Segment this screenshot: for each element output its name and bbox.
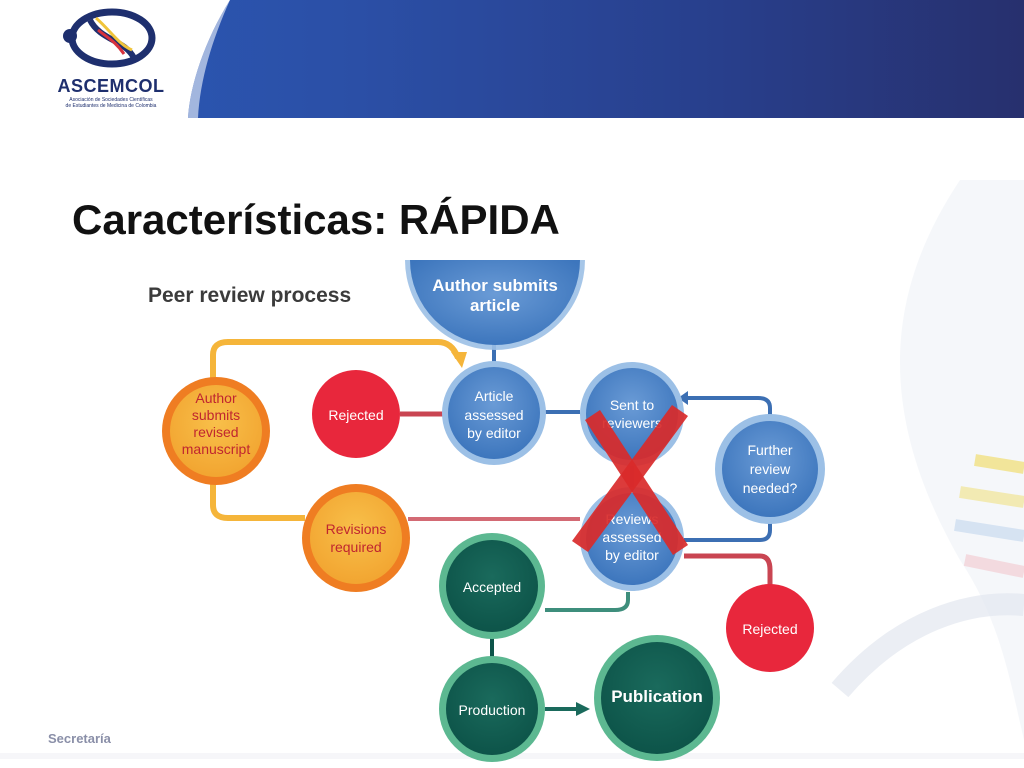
node-rejected-1: Rejected	[312, 370, 400, 458]
node-author-submits-article: Author submits article	[405, 260, 585, 350]
node-rejected-2: Rejected	[726, 584, 814, 672]
node-rejected-2-label: Rejected	[742, 621, 797, 637]
logo-subtitle-line-1: Asociación de Sociedades Científicas	[69, 97, 153, 103]
node-accepted: Accepted	[439, 533, 545, 639]
node-sent-line-2: reviewers	[602, 415, 662, 431]
node-revisions-line-2: required	[330, 539, 381, 555]
node-publication: Publication	[594, 635, 720, 761]
connector-reviews-to-further	[684, 520, 772, 542]
dna-logo-icon	[63, 8, 156, 68]
node-article-line-1: Article	[475, 388, 514, 404]
node-author-submits-line-1: Author submits	[432, 276, 558, 295]
connector-revised-to-revisions	[210, 484, 305, 521]
diagram-subtitle: Peer review process	[148, 284, 352, 307]
slide-title: Características: RÁPIDA	[72, 196, 560, 243]
node-production-label: Production	[459, 702, 526, 718]
node-production: Production	[439, 656, 545, 762]
node-revisions-line-1: Revisions	[326, 521, 387, 537]
node-revised-line-3: revised	[193, 424, 238, 440]
node-further-line-2: review	[750, 461, 791, 477]
logo-subtitle: Asociación de Sociedades Científicas de …	[46, 97, 176, 109]
arrow-head-article	[451, 352, 467, 368]
logo-subtitle-line-2: de Estudiantes de Medicina de Colombia	[65, 103, 157, 109]
connectors	[210, 330, 773, 716]
node-reviews-line-2: assessed	[602, 529, 661, 545]
node-reviews-line-1: Reviews	[606, 511, 659, 527]
node-further-review: Further review needed?	[715, 414, 825, 524]
node-rejected-1-label: Rejected	[328, 407, 383, 423]
node-article-assessed: Article assessed by editor	[442, 361, 546, 465]
node-reviews-line-3: by editor	[605, 547, 659, 563]
node-revised-line-2: submits	[192, 407, 240, 423]
node-author-revised: Author submits revised manuscript	[162, 377, 270, 485]
logo-name: ASCEMCOL	[57, 76, 165, 96]
node-article-line-3: by editor	[467, 425, 521, 441]
node-sent-line-1: Sent to	[610, 397, 655, 413]
connector-reviews-to-rejected	[684, 553, 773, 585]
node-revised-line-4: manuscript	[182, 441, 251, 457]
node-revised-line-1: Author	[195, 390, 237, 406]
node-accepted-label: Accepted	[463, 579, 521, 595]
node-author-submits-line-2: article	[470, 296, 520, 315]
node-further-line-1: Further	[747, 442, 792, 458]
node-article-line-2: assessed	[464, 407, 523, 423]
connector-further-to-sent	[688, 396, 772, 418]
ascemcol-logo: ASCEMCOL Asociación de Sociedades Cientí…	[0, 0, 260, 118]
connector-reviews-to-accepted	[545, 592, 630, 612]
arrow-head-sent	[678, 391, 688, 405]
connector-revised-to-article	[210, 339, 461, 385]
node-revisions-required: Revisions required	[302, 484, 410, 592]
node-publication-label: Publication	[611, 687, 703, 706]
node-further-line-3: needed?	[743, 480, 798, 496]
arrow-head-publication	[576, 702, 590, 716]
red-x-cross-icon	[572, 405, 688, 555]
footer-text: Secretaría	[48, 731, 111, 746]
